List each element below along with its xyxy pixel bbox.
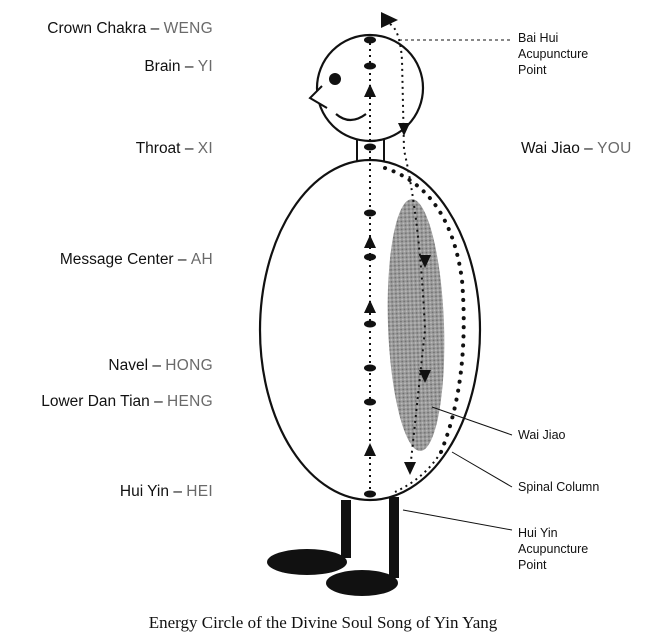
label-wai-jiao-sound: Wai Jiao – YOU — [521, 140, 632, 158]
label-lower-dan-tian: Lower Dan Tian – HENG — [41, 393, 213, 411]
label-throat: Throat – XI — [136, 140, 213, 158]
eye — [329, 73, 341, 85]
label-hui-yin: Hui Yin – HEI — [120, 483, 213, 501]
annotation-hui-yin-point: Hui Yin Acupuncture Point — [518, 525, 588, 573]
annotation-wai-jiao: Wai Jiao — [518, 427, 565, 443]
crown-arrow — [381, 12, 398, 28]
label-crown-chakra: Crown Chakra – WENG — [47, 20, 213, 38]
left-foot — [267, 549, 347, 575]
label-message-center: Message Center – AH — [60, 251, 213, 269]
label-navel: Navel – HONG — [108, 357, 213, 375]
figure-caption: Energy Circle of the Divine Soul Song of… — [0, 613, 646, 633]
legs — [267, 497, 399, 596]
right-foot — [326, 570, 398, 596]
label-brain: Brain – YI — [144, 58, 213, 76]
annotation-bai-hui: Bai Hui Acupuncture Point — [518, 30, 588, 78]
annotation-spinal-column: Spinal Column — [518, 479, 599, 495]
